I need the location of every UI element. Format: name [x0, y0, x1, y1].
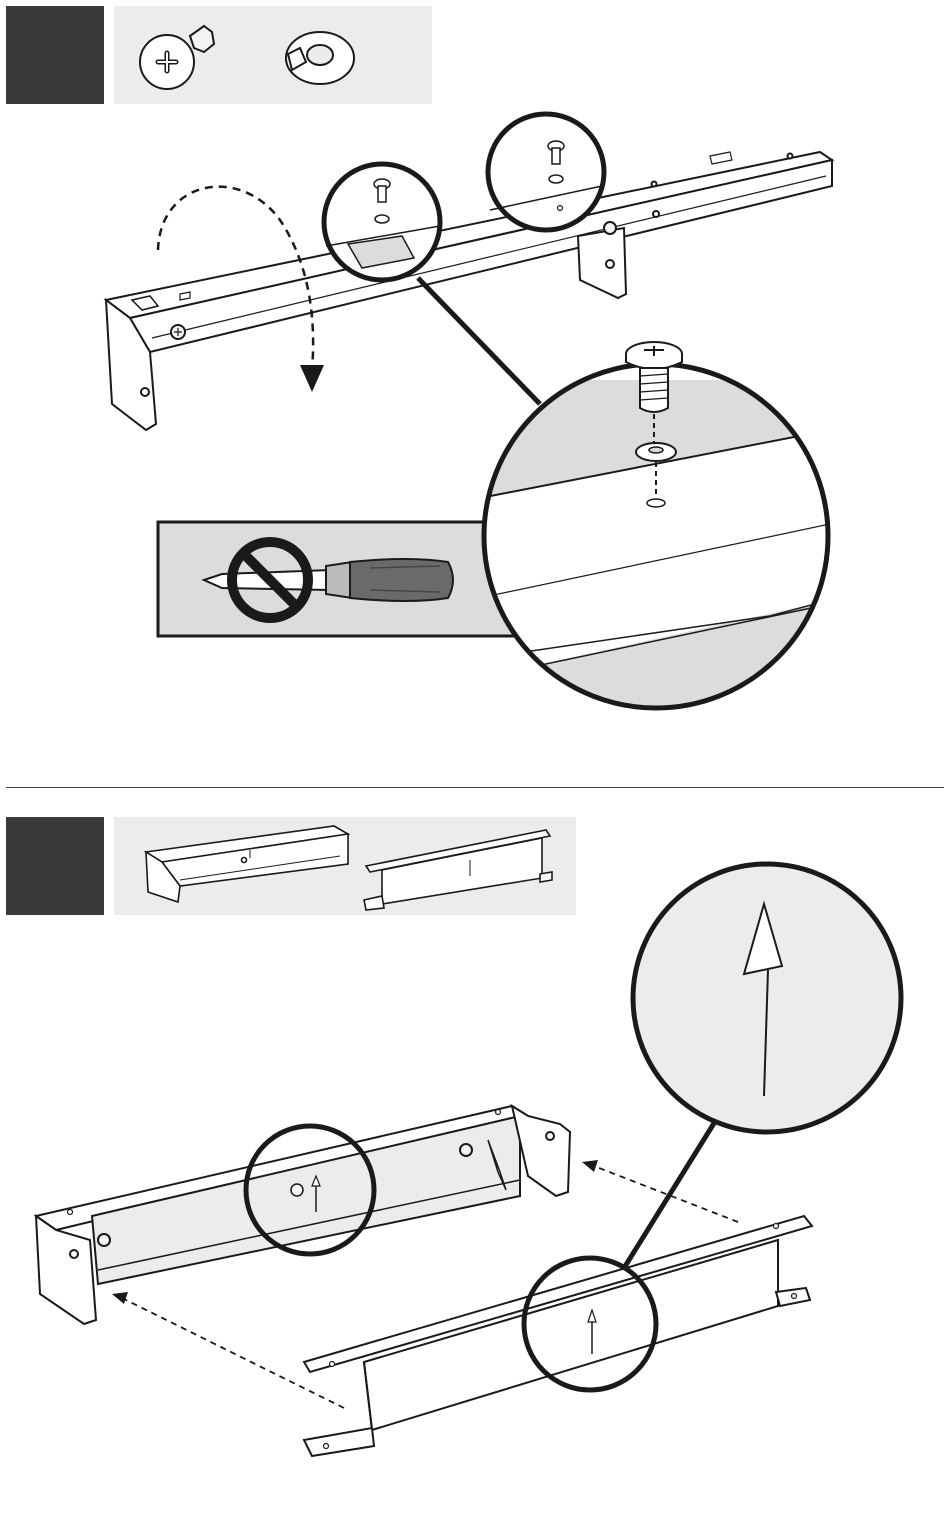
detail-circle-left [324, 164, 440, 280]
alignment-arrow-head-left [112, 1292, 128, 1304]
cross-brace-icon [364, 830, 552, 910]
detail-leader-line [418, 278, 540, 404]
side-frame [36, 1106, 570, 1324]
lock-washer-icon [286, 32, 354, 84]
detail-circle-right [488, 114, 604, 230]
no-power-tool-panel [158, 522, 518, 636]
screw-icon [140, 26, 214, 89]
direction-arrow-detail [633, 864, 901, 1132]
side-frame-icon [146, 826, 348, 902]
alignment-arrow-head-right [582, 1160, 598, 1172]
detail-circle-large [470, 342, 830, 720]
cross-brace [304, 1216, 812, 1456]
rotate-arrow-head [300, 365, 324, 392]
